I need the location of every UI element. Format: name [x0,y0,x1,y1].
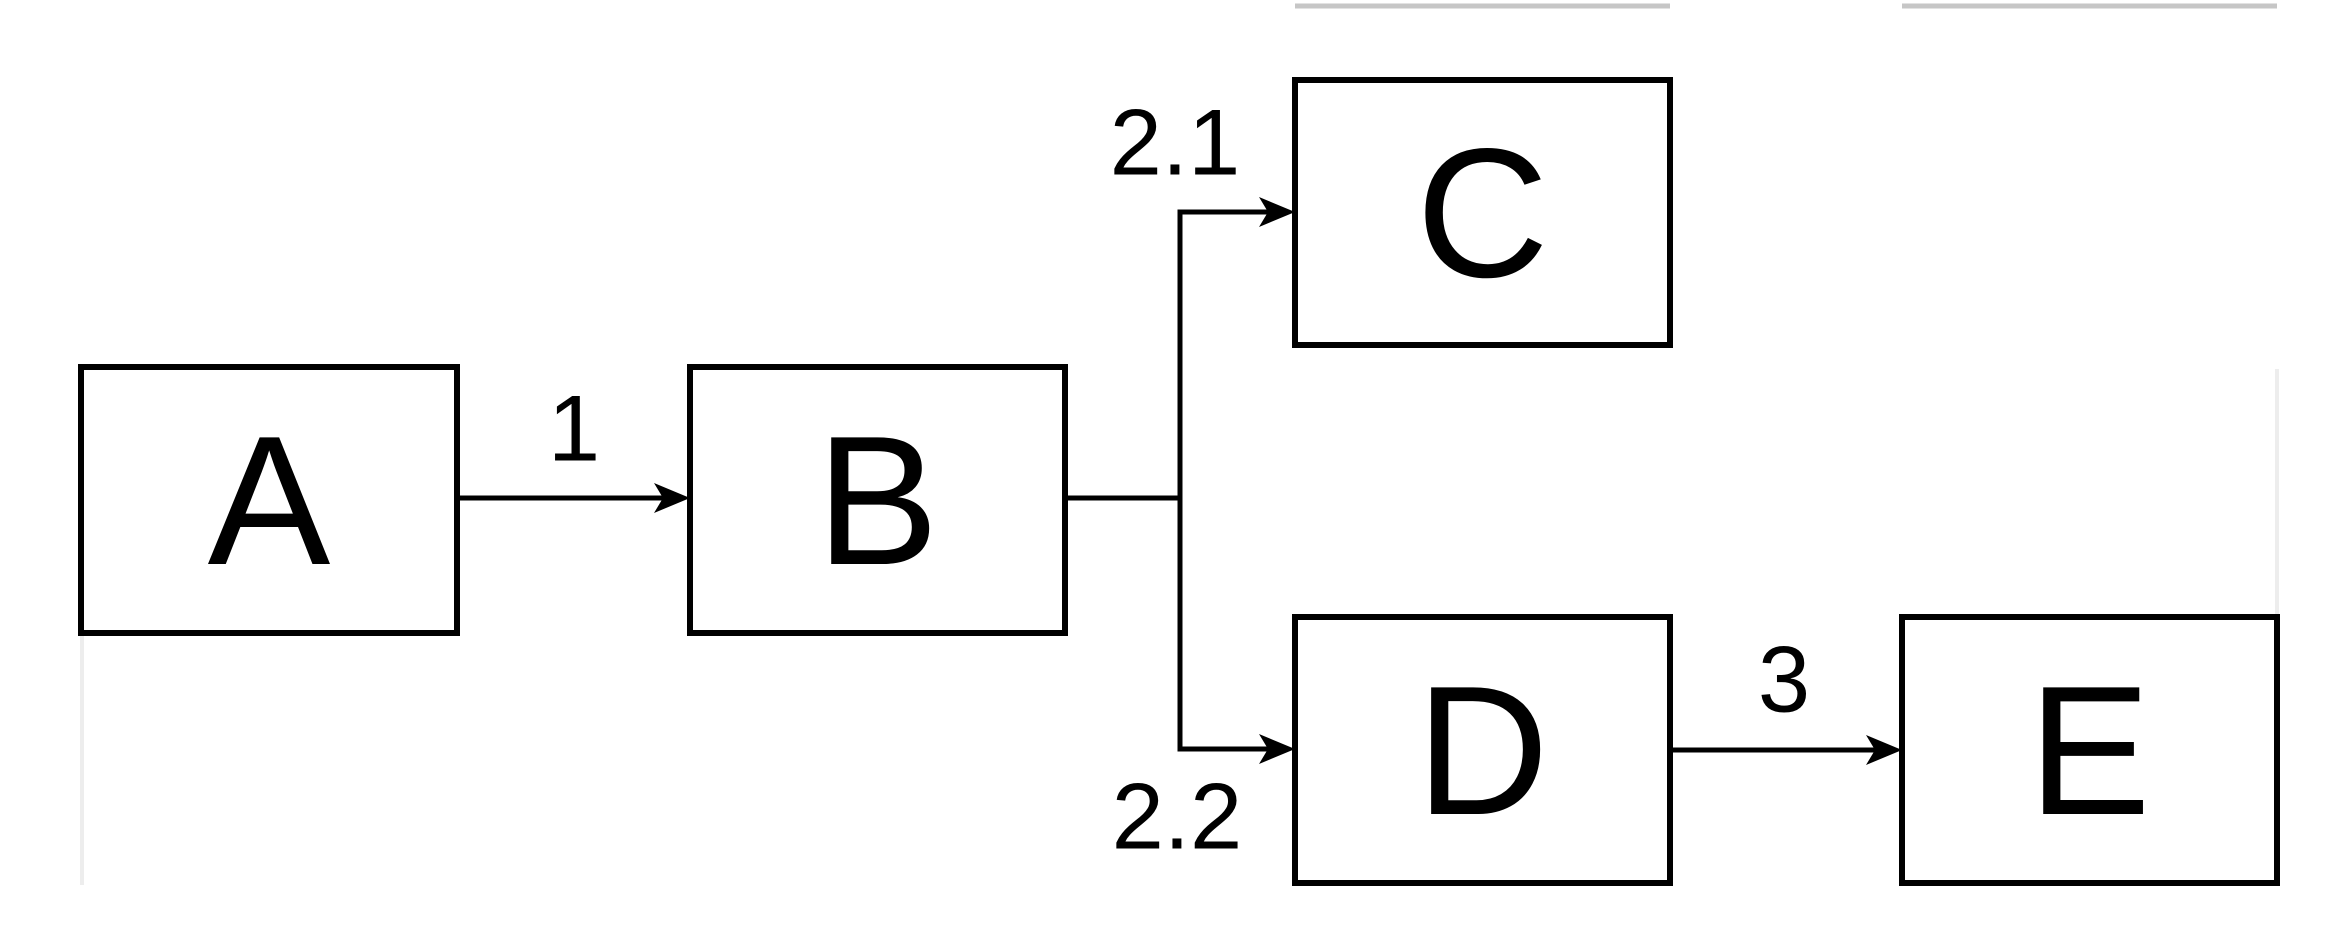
node-E-label: E [2028,647,2151,853]
node-D-box [1292,614,1673,886]
node-A-label: A [208,397,331,603]
node-C-label: C [1416,110,1549,316]
node-B-label: B [816,397,939,603]
edge-B-C-label: 2.1 [1110,90,1241,195]
edge-A-B-label: 1 [548,376,600,481]
edge-D-E-arrowhead-icon [1866,735,1902,765]
edge-B-D-label: 2.2 [1112,764,1243,869]
node-D-label: D [1416,647,1549,853]
node-B-box [687,364,1068,636]
edge-B-C-line [1065,209,1270,501]
edge-B-D-line [1065,495,1270,752]
edge-B-C-arrowhead-icon [1259,197,1295,227]
node-E-box [1899,614,2280,886]
edge-D-E-label: 3 [1758,627,1810,732]
edge-A-B-arrowhead-icon [654,483,690,513]
node-C-box [1292,77,1673,348]
edge-B-D-arrowhead-icon [1259,734,1295,764]
node-A-box [78,364,460,636]
